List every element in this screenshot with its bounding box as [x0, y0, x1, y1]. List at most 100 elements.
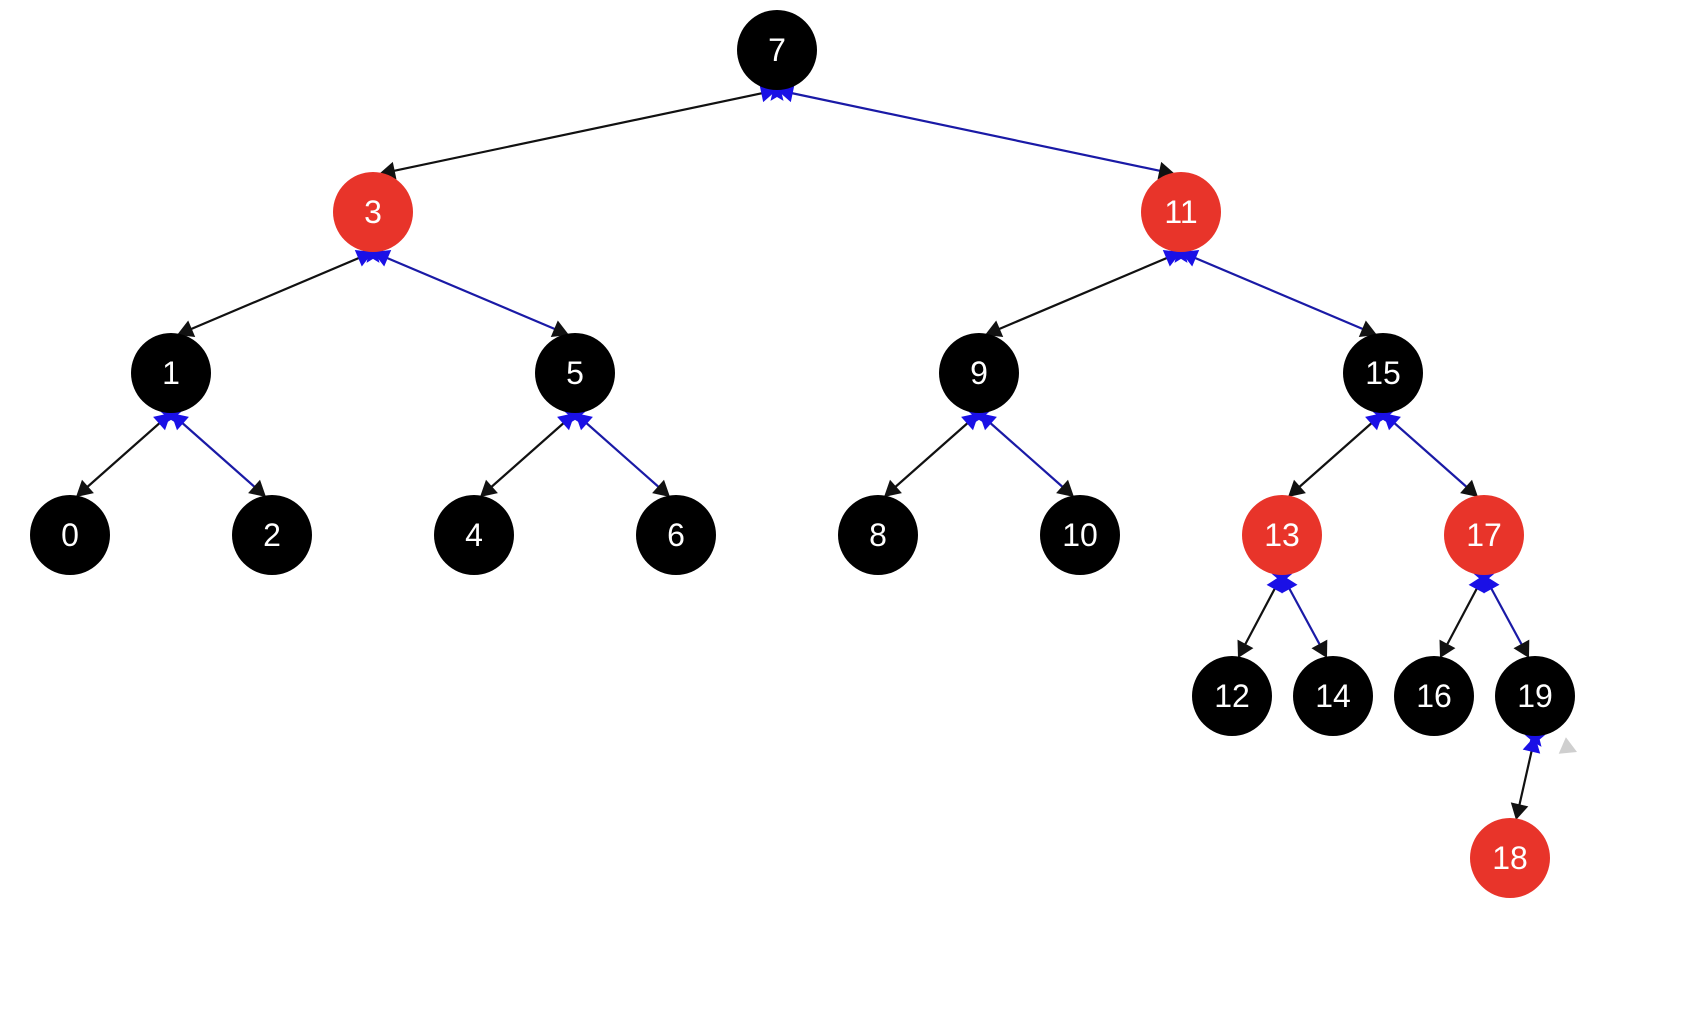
node-label: 3: [364, 194, 382, 230]
red-node-circle: [333, 172, 413, 252]
child-arrowhead: [1056, 479, 1074, 497]
parent-pointer-marker: [1473, 566, 1495, 586]
tree-node-0: 0: [30, 495, 110, 575]
edge-3-1: [177, 250, 374, 337]
edge-15-17: [1382, 412, 1478, 497]
child-arrowhead: [1311, 639, 1328, 658]
edge-15-13: [1288, 412, 1384, 497]
node-label: 8: [869, 517, 887, 553]
child-arrowhead: [177, 320, 196, 337]
node-label: 2: [263, 517, 281, 553]
parent-pointer-marker: [1170, 243, 1192, 263]
node-label: 10: [1062, 517, 1098, 553]
black-node-circle: [1394, 656, 1474, 736]
edge-line: [776, 88, 1166, 174]
black-node-circle: [838, 495, 918, 575]
tree-node-16: 16: [1394, 656, 1474, 736]
parent-pointer-marker: [362, 243, 384, 263]
tree-node-1: 1: [131, 333, 211, 413]
black-node-circle: [30, 495, 110, 575]
tree-node-6: 6: [636, 495, 716, 575]
tree-node-10: 10: [1040, 495, 1120, 575]
child-arrowhead: [480, 479, 498, 497]
edge-11-9: [985, 250, 1182, 337]
tree-node-17: 17: [1444, 495, 1524, 575]
tree-node-15: 15: [1343, 333, 1423, 413]
node-label: 13: [1264, 517, 1300, 553]
node-label: 19: [1517, 678, 1553, 714]
node-label: 0: [61, 517, 79, 553]
black-node-circle: [434, 495, 514, 575]
child-arrowhead: [652, 479, 670, 497]
edge-line: [388, 88, 778, 174]
node-label: 16: [1416, 678, 1452, 714]
child-arrowhead: [76, 479, 94, 497]
edge-3-5: [372, 250, 569, 337]
edge-line: [486, 412, 576, 492]
child-arrowhead: [1288, 479, 1306, 497]
black-node-circle: [939, 333, 1019, 413]
black-node-circle: [1293, 656, 1373, 736]
edge-13-14: [1281, 574, 1328, 658]
parent-pointer-marker: [968, 404, 990, 424]
tree-node-18: 18: [1470, 818, 1550, 898]
edge-9-8: [884, 412, 980, 497]
node-label: 4: [465, 517, 483, 553]
edge-19-18: [1510, 735, 1541, 820]
edge-line: [170, 412, 260, 492]
tree-node-9: 9: [939, 333, 1019, 413]
edge-line: [82, 412, 172, 492]
tree-node-4: 4: [434, 495, 514, 575]
black-node-circle: [131, 333, 211, 413]
parent-pointer-marker: [564, 404, 586, 424]
tree-node-2: 2: [232, 495, 312, 575]
child-arrowhead: [1513, 639, 1530, 658]
node-label: 9: [970, 355, 988, 391]
edge-13-12: [1237, 574, 1283, 658]
black-node-circle: [1343, 333, 1423, 413]
nil-pointer-arrowhead: [1558, 737, 1577, 754]
edge-line: [1294, 412, 1384, 492]
child-arrowhead: [248, 479, 266, 497]
edge-5-4: [480, 412, 576, 497]
edge-5-6: [574, 412, 670, 497]
edge-7-3: [379, 84, 778, 180]
edge-line: [890, 412, 980, 492]
node-label: 1: [162, 355, 180, 391]
node-label: 18: [1492, 840, 1528, 876]
red-node-circle: [1470, 818, 1550, 898]
child-arrowhead: [1439, 639, 1456, 658]
child-arrowhead: [985, 320, 1004, 337]
edge-9-10: [978, 412, 1074, 497]
tree-node-12: 12: [1192, 656, 1272, 736]
black-node-circle: [535, 333, 615, 413]
parent-pointer-marker: [766, 81, 788, 101]
edge-line: [993, 250, 1182, 333]
edge-1-2: [170, 412, 266, 497]
edge-line: [185, 250, 374, 333]
child-arrowhead: [1510, 802, 1529, 820]
red-node-circle: [1444, 495, 1524, 575]
node-label: 14: [1315, 678, 1351, 714]
parent-pointer-marker: [1372, 404, 1394, 424]
edge-1-0: [76, 412, 172, 497]
tree-node-3: 3: [333, 172, 413, 252]
child-arrowhead: [1358, 320, 1377, 337]
tree-node-8: 8: [838, 495, 918, 575]
node-label: 17: [1466, 517, 1502, 553]
node-label: 12: [1214, 678, 1250, 714]
parent-pointer-marker: [1524, 727, 1546, 747]
black-node-circle: [636, 495, 716, 575]
black-node-circle: [1040, 495, 1120, 575]
node-label: 5: [566, 355, 584, 391]
node-label: 6: [667, 517, 685, 553]
child-arrowhead: [1460, 479, 1478, 497]
child-arrowhead: [1237, 639, 1254, 658]
tree-node-14: 14: [1293, 656, 1373, 736]
edge-line: [1382, 412, 1472, 492]
node-label: 7: [768, 32, 786, 68]
edge-17-16: [1439, 574, 1485, 658]
tree-node-19: 19: [1495, 656, 1575, 736]
